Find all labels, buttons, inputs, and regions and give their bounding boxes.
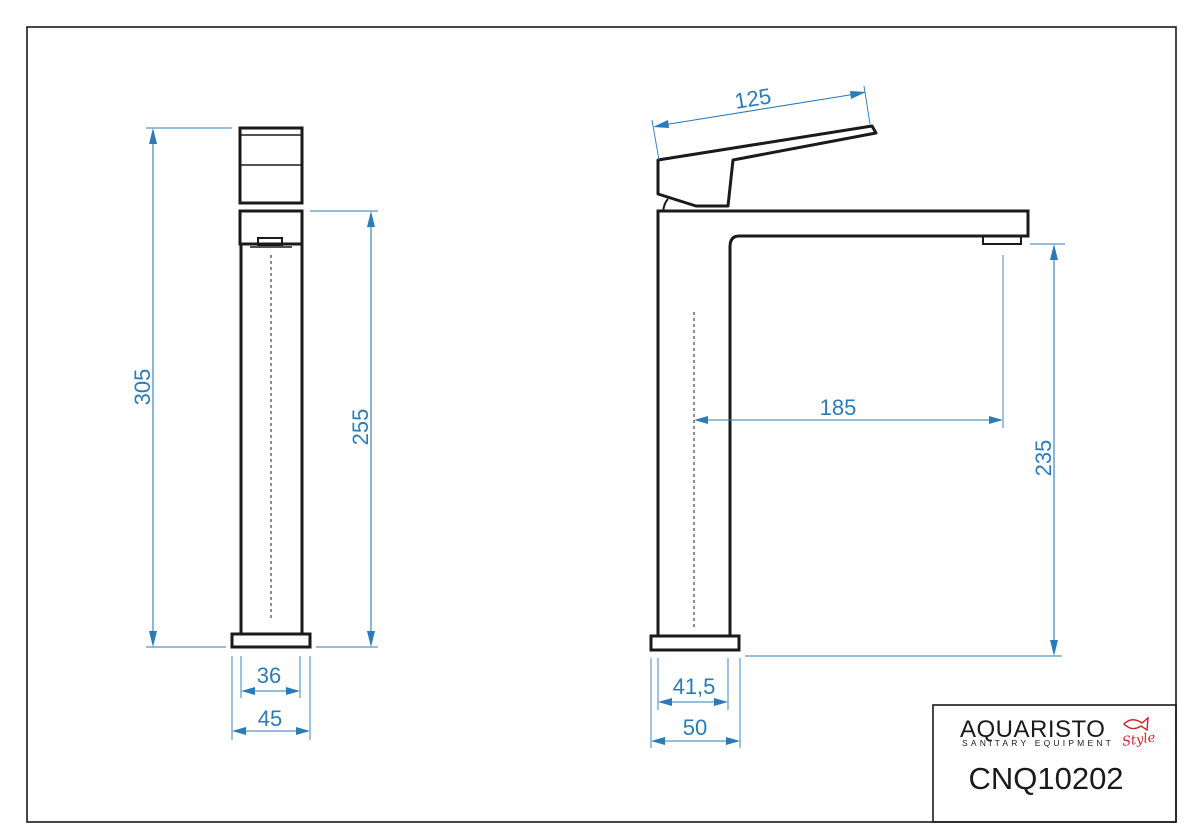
side-body-spout <box>656 209 1030 638</box>
dim-235-label: 235 <box>1031 440 1056 477</box>
side-dimensions: 125 185 235 41,5 50 <box>650 83 1065 748</box>
dim-305-arrow-bottom <box>149 631 157 647</box>
dim-36-arrow-right <box>286 687 300 695</box>
dim-50-label: 50 <box>683 715 707 740</box>
brand-style-script: Style <box>1121 730 1156 750</box>
dim-125-ext-right <box>863 85 871 125</box>
dim-125-arrow-right <box>850 91 866 99</box>
dim-41-5-label: 41,5 <box>673 674 716 699</box>
dim-255-arrow-bottom <box>367 631 375 647</box>
dim-305-arrow-top <box>149 128 157 144</box>
dim-50-arrow-left <box>651 737 665 745</box>
drawing-frame <box>26 26 1177 823</box>
side-view <box>649 124 1030 652</box>
dim-235-arrow-top <box>1050 244 1058 260</box>
dim-45-label: 45 <box>258 706 282 731</box>
front-view <box>230 126 312 649</box>
front-base <box>230 632 312 649</box>
dim-255-label: 255 <box>348 409 373 446</box>
dim-235-arrow-bottom <box>1050 640 1058 656</box>
dim-255-arrow-top <box>367 211 375 227</box>
dim-185-arrow-left <box>694 416 708 424</box>
title-block: AQUARISTO SANITARY EQUIPMENT Style CNQ10… <box>932 704 1177 823</box>
dim-185-label: 185 <box>820 395 857 420</box>
dim-36-arrow-left <box>241 687 255 695</box>
side-handle-lever <box>656 124 878 208</box>
side-aerator <box>982 235 1022 245</box>
front-dimensions: 305 255 36 45 <box>130 127 378 740</box>
dim-45-arrow-left <box>232 727 246 735</box>
dim-50-arrow-right <box>726 737 740 745</box>
dim-36-label: 36 <box>257 663 281 688</box>
dim-41-5-arrow-right <box>714 698 728 706</box>
dim-125-line <box>656 92 863 127</box>
front-collar <box>238 209 304 246</box>
dim-125-arrow-left <box>653 120 669 128</box>
product-code: CNQ10202 <box>968 761 1123 796</box>
brand-subtitle: SANITARY EQUIPMENT <box>962 738 1114 748</box>
brand-logo: AQUARISTO SANITARY EQUIPMENT Style <box>960 716 1157 750</box>
dim-305-label: 305 <box>130 369 155 406</box>
dim-45-arrow-right <box>296 727 310 735</box>
dim-125-ext-left <box>651 119 660 161</box>
title-block-frame <box>932 704 1177 823</box>
dim-41-5-arrow-left <box>658 698 672 706</box>
dim-185-arrow-right <box>989 416 1003 424</box>
side-base <box>649 634 741 652</box>
brand-logo-text: AQUARISTO <box>960 716 1105 743</box>
fish-icon <box>1123 716 1149 732</box>
dim-125-label: 125 <box>733 83 773 113</box>
